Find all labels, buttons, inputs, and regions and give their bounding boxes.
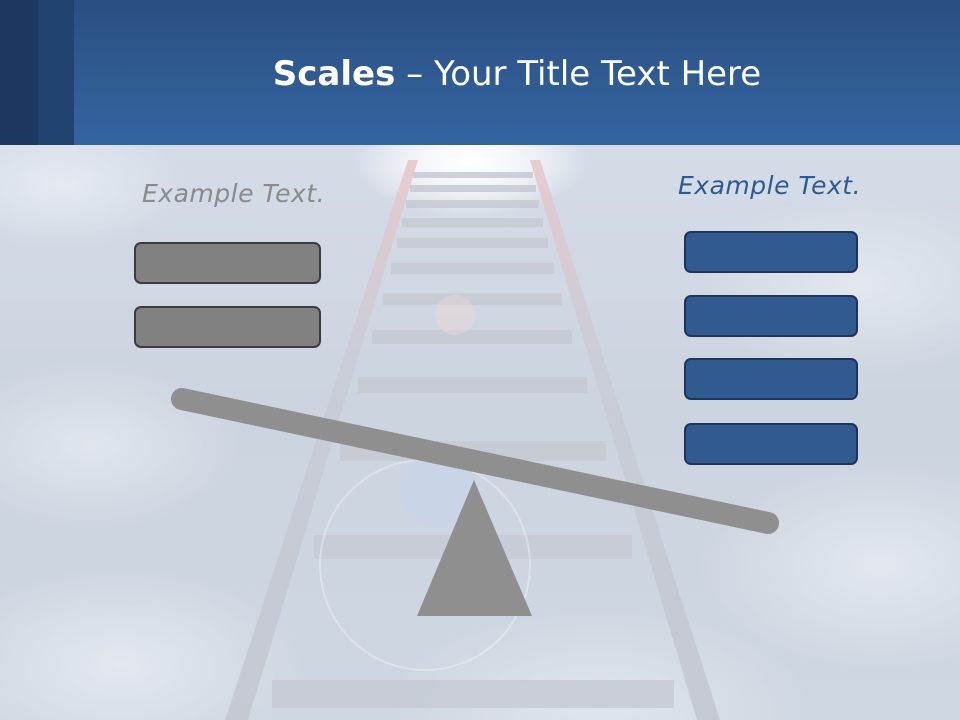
lens-flare-spot (435, 295, 475, 335)
left-box-2 (134, 306, 321, 348)
left-box-1 (134, 242, 321, 284)
header-bar: Scales – Your Title Text Here (0, 0, 960, 145)
left-example-text: Example Text. (142, 179, 326, 208)
right-box-1 (684, 231, 858, 273)
header-accent-strip (38, 0, 74, 145)
title-bold: Scales (272, 54, 396, 94)
header-accent-strip (0, 0, 38, 145)
right-example-text: Example Text. (678, 171, 862, 200)
right-box-2 (684, 295, 858, 337)
lens-flare-dot (400, 452, 476, 528)
right-box-3 (684, 358, 858, 400)
slide-title: Scales – Your Title Text Here (74, 52, 960, 96)
title-rest: – Your Title Text Here (395, 54, 762, 94)
right-box-4 (684, 423, 858, 465)
